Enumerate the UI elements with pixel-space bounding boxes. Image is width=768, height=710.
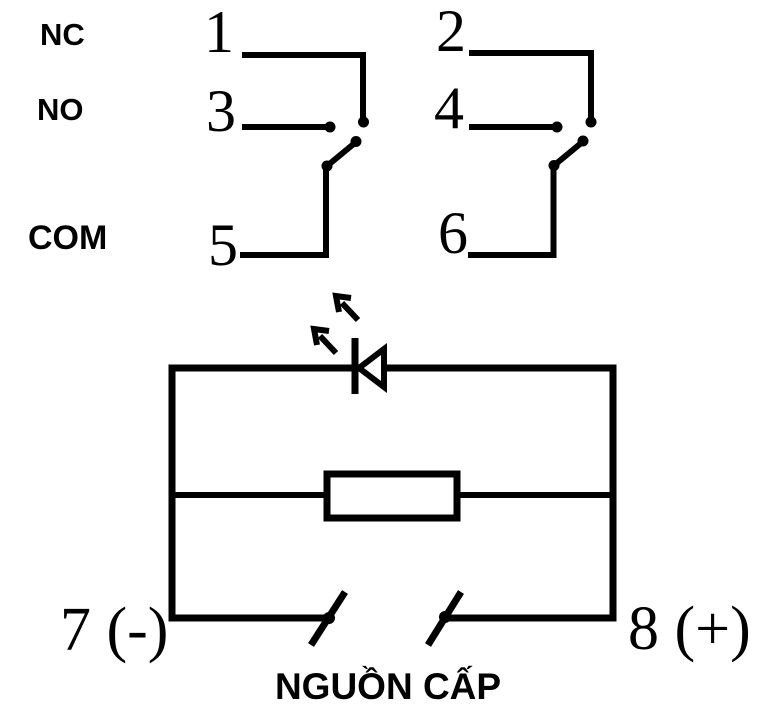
coil-circuit [168, 364, 617, 622]
label-com: COM [28, 219, 107, 257]
pin-1-label: 1 [204, 0, 234, 65]
led-triangle [354, 342, 387, 394]
contact-switch-1: 1 3 5 [204, 0, 369, 278]
nc-contact-dot-2 [585, 116, 597, 128]
power-supply-label: NGUỒN CẤP [275, 665, 501, 707]
resistor-icon [323, 470, 461, 522]
no-contact-dot-1 [324, 121, 336, 133]
pin-6-label: 6 [438, 200, 468, 266]
pin-7-label: 7 (-) [60, 596, 168, 664]
armature-tip-dot-2 [577, 135, 589, 147]
pin-8-label: 8 (+) [628, 595, 751, 663]
pin-2-label: 2 [436, 0, 466, 64]
led-light-arrows-icon [310, 292, 361, 356]
pin-4-label: 4 [434, 75, 464, 141]
led-arrow-shaft-upper [339, 300, 361, 323]
led-arrow-head-lower [310, 325, 330, 346]
led-arrow-head-upper [332, 292, 352, 313]
armature-tip-dot-1 [350, 136, 362, 147]
terminal-dot-left [323, 612, 335, 624]
resistor-body [323, 470, 461, 522]
nc-contact-dot-1 [358, 116, 369, 128]
pin-3-label: 3 [206, 78, 236, 144]
pin-1-trace [242, 52, 366, 118]
pin-2-trace [469, 50, 594, 118]
switch-armature-2 [552, 139, 585, 168]
no-contact-dot-2 [551, 121, 563, 133]
pin-5-trace [240, 166, 329, 258]
contact-switch-2: 2 4 6 [434, 0, 597, 266]
label-no: NO [37, 92, 84, 127]
terminal-dot-right [439, 611, 451, 623]
pin-5-label: 5 [208, 212, 238, 278]
power-terminal-right-icon [425, 590, 464, 647]
switch-armature-1 [325, 139, 358, 169]
power-terminal-left-icon [308, 590, 348, 647]
label-nc: NC [40, 17, 85, 52]
led-arrow-shaft-lower [317, 333, 339, 356]
pin-6-trace [468, 166, 557, 258]
led-icon [351, 338, 387, 394]
